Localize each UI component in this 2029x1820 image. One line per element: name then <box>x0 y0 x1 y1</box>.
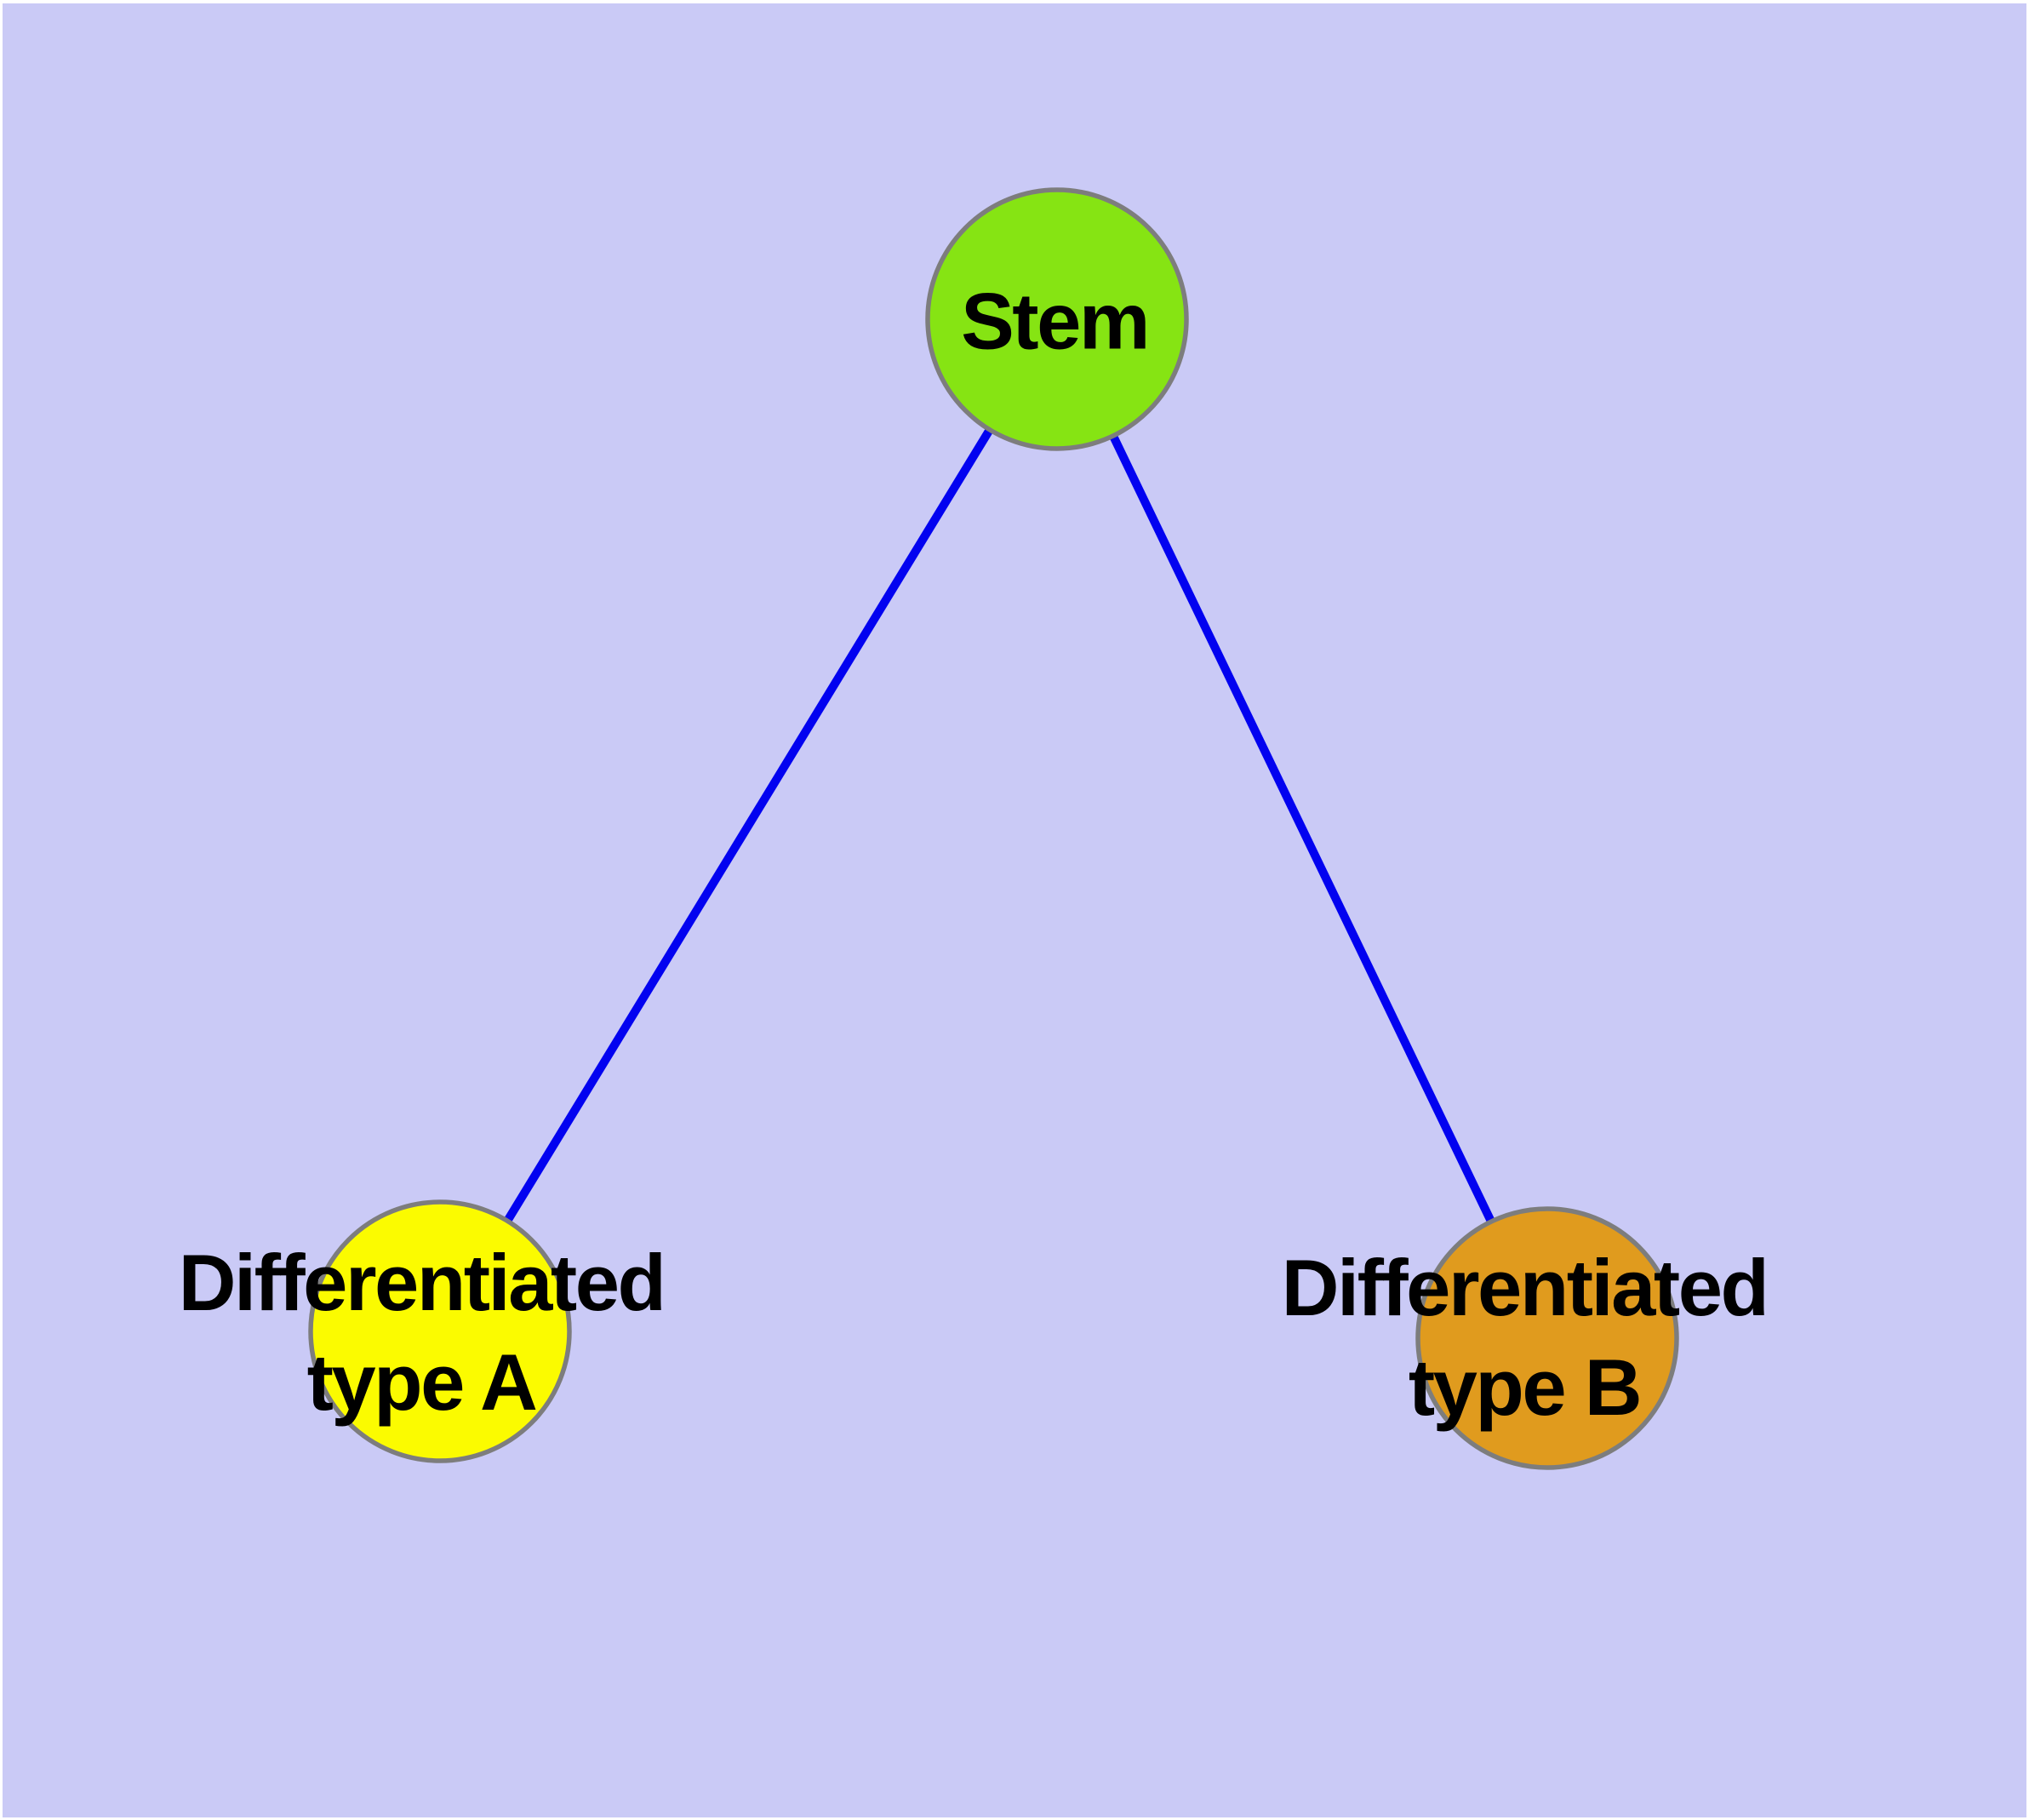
graph-svg <box>308 187 1679 1470</box>
diagram-canvas: Stem Differentiated type A Differentiate… <box>3 3 2026 1817</box>
edge-stem-to-type-b <box>1053 317 1552 1341</box>
node-stem <box>925 187 1189 451</box>
node-differentiated-type-a <box>308 1199 572 1463</box>
node-differentiated-type-b <box>1415 1206 1679 1470</box>
edge-stem-to-type-a <box>436 317 1061 1334</box>
